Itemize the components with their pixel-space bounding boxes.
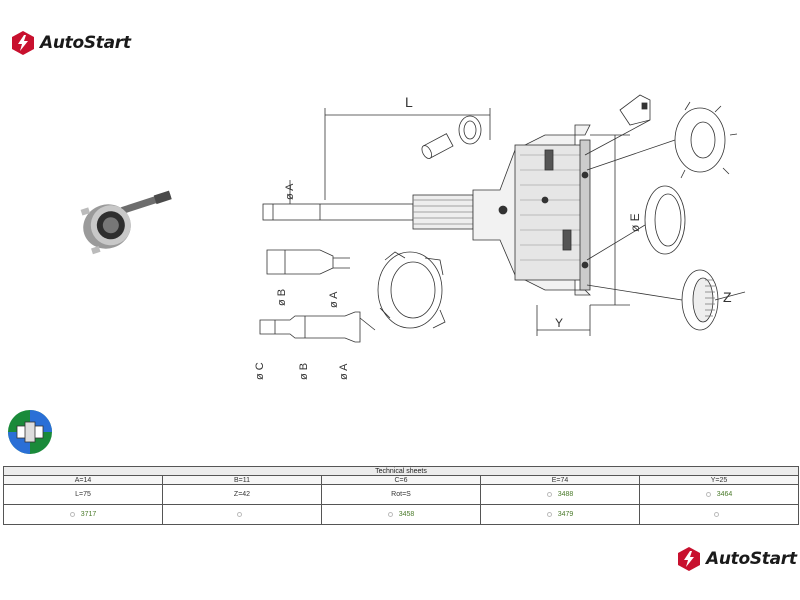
dim-label-c: ø C — [254, 362, 266, 380]
brand-logo-top: AutoStart — [10, 30, 131, 56]
table-cell: A=14 — [3, 475, 163, 485]
table-cell-ref[interactable] — [162, 504, 322, 525]
table-row: L=75 Z=42 Rot=S 3488 3464 — [3, 484, 799, 505]
table-cell: Rot=S — [321, 484, 481, 505]
thumbnail-icon — [69, 511, 75, 517]
dim-label-y: Y — [555, 316, 563, 330]
tech-badge-icon — [8, 410, 52, 454]
brand-logo-icon — [12, 31, 34, 55]
brand-logo-bottom: AutoStart — [676, 546, 797, 572]
dim-label-a3: ø A — [338, 363, 350, 380]
thumbnail-icon — [705, 491, 711, 497]
table-cell: L=75 — [3, 484, 163, 505]
table-cell-ref[interactable]: 3464 — [639, 484, 799, 505]
table-cell: B=11 — [162, 475, 322, 485]
technical-drawing: L ø A ø B ø A ø C ø B ø A ø E Y — [254, 94, 746, 380]
table-row: A=14 B=11 C=6 E=74 Y=25 — [3, 475, 799, 485]
brand-name: AutoStart — [706, 549, 797, 569]
dim-label-b1: ø B — [276, 289, 288, 306]
ref-link[interactable]: 3488 — [557, 491, 574, 498]
technical-sheet-table: Technical sheets A=14 B=11 C=6 E=74 Y=25… — [3, 466, 799, 525]
table-cell-ref[interactable]: 3458 — [321, 504, 481, 525]
brand-logo-icon — [678, 547, 700, 571]
ref-link[interactable]: 3479 — [557, 511, 574, 518]
brand-name: AutoStart — [40, 33, 131, 53]
thumbnail-icon — [236, 511, 242, 517]
thumbnail-icon — [546, 491, 552, 497]
table-cell: C=6 — [321, 475, 481, 485]
dim-label-z: Z — [723, 289, 732, 305]
dim-label-a2: ø A — [328, 291, 340, 308]
table-row: 3717 3458 3479 — [3, 504, 799, 525]
dim-label-a1: ø A — [284, 183, 296, 200]
dim-label-b2: ø B — [298, 363, 310, 380]
table-cell-ref[interactable]: 3488 — [480, 484, 640, 505]
ref-link[interactable]: 3717 — [80, 511, 97, 518]
table-cell: Z=42 — [162, 484, 322, 505]
thumbnail-icon — [387, 511, 393, 517]
table-cell: E=74 — [480, 475, 640, 485]
thumbnail-icon — [713, 511, 719, 517]
table-cell: Y=25 — [639, 475, 799, 485]
ref-link[interactable]: 3458 — [398, 511, 415, 518]
table-cell-ref[interactable] — [639, 504, 799, 525]
product-photo — [80, 190, 172, 255]
table-cell-ref[interactable]: 3479 — [480, 504, 640, 525]
dim-label-e: ø E — [628, 213, 642, 232]
table-cell-ref[interactable]: 3717 — [3, 504, 163, 525]
dim-label-l: L — [405, 94, 413, 110]
table-title: Technical sheets — [3, 466, 799, 476]
thumbnail-icon — [546, 511, 552, 517]
ref-link[interactable]: 3464 — [716, 491, 733, 498]
